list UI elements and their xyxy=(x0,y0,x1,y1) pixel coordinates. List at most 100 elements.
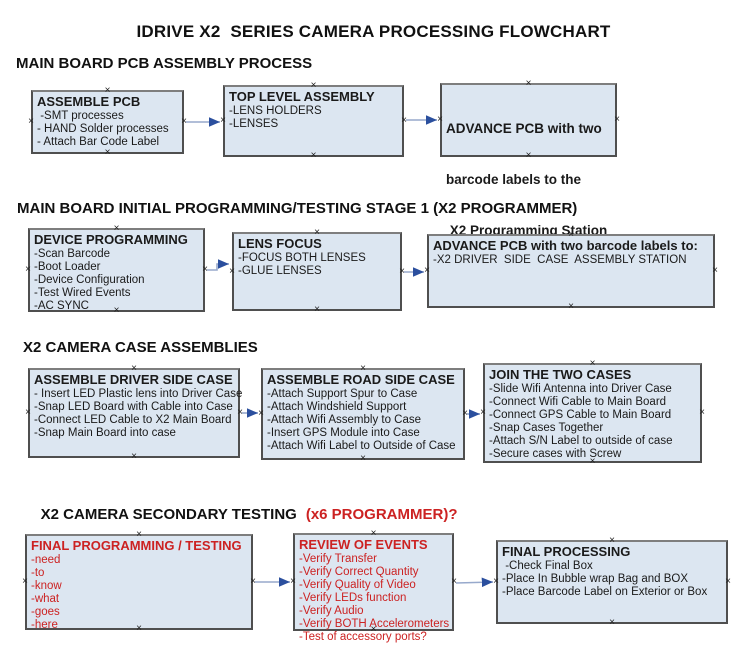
connection-anchor-bottom: × xyxy=(609,617,615,628)
connection-anchor-left: × xyxy=(493,576,499,587)
box-title: FINAL PROCESSING xyxy=(502,544,631,559)
box-title: REVIEW OF EVENTS xyxy=(299,537,428,552)
box-title: ASSEMBLE PCB xyxy=(37,94,141,109)
arrow-device-programming-to-lens-focus xyxy=(207,259,229,271)
box-items: -X2 DRIVER SIDE CASE ASSEMBLY STATION xyxy=(433,254,709,267)
box-item: - Attach Bar Code Label xyxy=(37,136,160,148)
box-item: -Verify Transfer xyxy=(299,553,377,565)
box-item: -LENS HOLDERS xyxy=(229,105,322,117)
box-item: -Snap Cases Together xyxy=(489,422,604,434)
box-item: -Verify LEDs function xyxy=(299,592,407,604)
box-items: -Slide Wifi Antenna into Driver Case-Con… xyxy=(489,383,696,461)
section-heading-red-part: (x6 PROGRAMMER)? xyxy=(305,506,458,523)
box-item: -Verify BOTH Accelerometers xyxy=(299,618,450,630)
connection-anchor-right: × xyxy=(401,115,407,126)
box-item: -Device Configuration xyxy=(34,274,145,286)
connection-anchor-right: × xyxy=(712,265,718,276)
connection-anchor-left: × xyxy=(424,265,430,276)
box-items: -Attach Support Spur to Case-Attach Wind… xyxy=(267,388,459,453)
box-items: -SMT processes- HAND Solder processes- A… xyxy=(37,110,178,149)
section-heading-secondary-testing: X2 CAMERA SECONDARY TESTING(x6 PROGRAMME… xyxy=(24,489,458,540)
box-items: -need-to-know-what-goes-here xyxy=(31,554,247,632)
box-item: -Test Wired Events xyxy=(34,287,131,299)
section-heading-pcb-assembly: MAIN BOARD PCB ASSEMBLY PROCESS xyxy=(16,55,313,72)
connection-anchor-bottom: × xyxy=(568,301,574,312)
flow-box-final-processing: FINAL PROCESSING -Check Final Box-Place … xyxy=(493,536,731,628)
box-items: -Scan Barcode-Boot Loader-Device Configu… xyxy=(34,248,199,313)
box-title: ASSEMBLE ROAD SIDE CASE xyxy=(267,372,455,387)
box-title: DEVICE PROGRAMMING xyxy=(34,232,188,247)
box-item: -Snap LED Board with Cable into Case xyxy=(34,401,233,413)
box-title: TOP LEVEL ASSEMBLY xyxy=(229,89,375,104)
connection-anchor-left: × xyxy=(258,408,264,419)
box-item: -AC SYNC xyxy=(34,300,89,312)
box-item: -Verify Quality of Video xyxy=(299,579,416,591)
box-item: -FOCUS BOTH LENSES xyxy=(238,252,366,264)
box-item: -what xyxy=(31,593,60,605)
box-item: -Attach Support Spur to Case xyxy=(267,388,418,400)
connection-anchor-left: × xyxy=(25,407,31,418)
box-item: -Attach Windshield Support xyxy=(267,401,407,413)
connection-anchor-bottom: × xyxy=(360,453,366,464)
box-item: -Attach Wifi Assembly to Case xyxy=(267,414,422,426)
flow-box-device-programming: DEVICE PROGRAMMING -Scan Barcode-Boot Lo… xyxy=(25,224,208,316)
box-item: -Connect GPS Cable to Main Board xyxy=(489,409,672,421)
connection-anchor-left: × xyxy=(22,576,28,587)
page-title: IDRIVE X2 SERIES CAMERA PROCESSING FLOWC… xyxy=(136,22,611,41)
box-item: -Connect LED Cable to X2 Main Board xyxy=(34,414,232,426)
box-item: -Verify Audio xyxy=(299,605,364,617)
box-items: -FOCUS BOTH LENSES-GLUE LENSES xyxy=(238,252,396,278)
connection-anchor-right: × xyxy=(202,264,208,275)
box-item: -Connect Wifi Cable to Main Board xyxy=(489,396,667,408)
section-heading-initial-programming: MAIN BOARD INITIAL PROGRAMMING/TESTING S… xyxy=(17,200,578,217)
box-title-line: barcode labels to the xyxy=(446,172,582,187)
flow-box-advance-to-driver-side-station: ADVANCE PCB with two barcode labels to: … xyxy=(424,230,718,312)
box-item: -Test of accessory ports? xyxy=(299,631,427,643)
connection-anchor-bottom: × xyxy=(104,147,111,158)
connection-anchor-right: × xyxy=(451,576,457,587)
box-item: -here xyxy=(31,619,58,631)
box-item: -Check Final Box xyxy=(502,560,593,572)
arrow-review-to-final-processing xyxy=(455,577,494,588)
connection-anchor-right: × xyxy=(699,407,705,418)
flow-box-assemble-road-side-case: ASSEMBLE ROAD SIDE CASE -Attach Support … xyxy=(258,364,468,464)
box-items: -LENS HOLDERS-LENSES xyxy=(229,105,398,131)
connection-anchor-left: × xyxy=(229,265,235,277)
flow-box-top-level-assembly: TOP LEVEL ASSEMBLY -LENS HOLDERS-LENSES … xyxy=(220,81,407,161)
connection-anchor-right: × xyxy=(614,114,620,125)
connection-anchor-bottom: × xyxy=(314,304,320,315)
box-item: -Place In Bubble wrap Bag and BOX xyxy=(502,573,689,585)
connection-anchor-left: × xyxy=(28,116,34,127)
connection-anchor-left: × xyxy=(480,407,486,418)
box-item: -Slide Wifi Antenna into Driver Case xyxy=(489,383,672,395)
box-item: -Verify Correct Quantity xyxy=(299,566,419,578)
box-item: -Boot Loader xyxy=(34,261,101,273)
box-item: -Place Barcode Label on Exterior or Box xyxy=(502,586,708,598)
box-title: FINAL PROGRAMMING / TESTING xyxy=(31,538,242,553)
section-heading-case-assemblies: X2 CAMERA CASE ASSEMBLIES xyxy=(23,339,258,356)
box-item: -LENSES xyxy=(229,118,279,130)
connection-anchor-left: × xyxy=(25,264,31,275)
box-title: ASSEMBLE DRIVER SIDE CASE xyxy=(34,372,233,387)
box-item: -GLUE LENSES xyxy=(238,265,322,277)
connection-anchor-right: × xyxy=(399,265,405,277)
box-item: -Secure cases with Screw xyxy=(489,448,622,460)
box-item: -know xyxy=(31,580,62,592)
connection-anchor-right: × xyxy=(181,116,187,127)
box-item: -need xyxy=(31,554,61,566)
box-item: -to xyxy=(31,567,45,579)
flow-box-advance-to-programming-station: ADVANCE PCB with two barcode labels to t… xyxy=(437,79,620,239)
box-item: -Scan Barcode xyxy=(34,248,111,260)
box-item: -Attach Wifi Label to Outside of Case xyxy=(267,440,456,452)
box-item: -goes xyxy=(31,606,60,618)
box-item: - Insert LED Plastic lens into Driver Ca… xyxy=(34,388,243,400)
box-item: -Snap Main Board into case xyxy=(34,427,176,439)
box-item: - HAND Solder processes xyxy=(37,123,169,135)
box-title: JOIN THE TWO CASES xyxy=(489,367,632,382)
box-items: - Insert LED Plastic lens into Driver Ca… xyxy=(34,388,243,440)
box-item: -SMT processes xyxy=(37,110,124,122)
connection-anchor-right: × xyxy=(250,576,256,587)
connection-anchor-right: × xyxy=(725,576,731,587)
flow-box-review-of-events: REVIEW OF EVENTS -Verify Transfer-Verify… xyxy=(290,529,457,644)
box-title: ADVANCE PCB with two barcode labels to: xyxy=(433,238,698,253)
